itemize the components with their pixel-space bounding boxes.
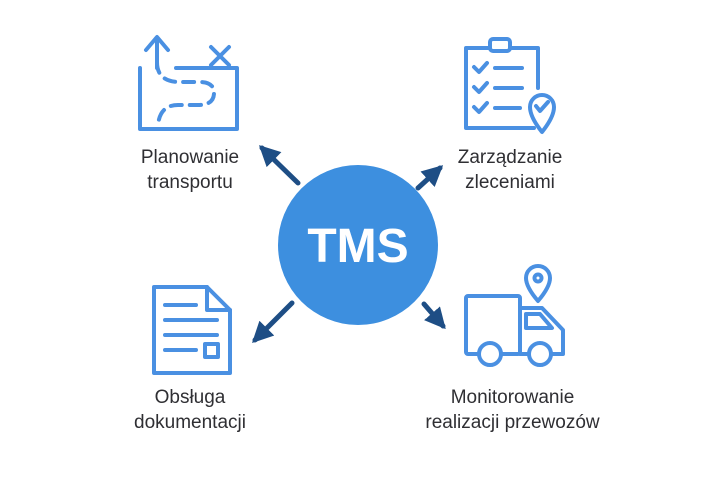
label-orders-line2: zleceniami: [465, 172, 555, 193]
arrow-to-monitoring: [421, 301, 446, 330]
label-monitoring-line2: realizacji przewozów: [425, 412, 600, 433]
label-documents-line2: dokumentacji: [134, 412, 246, 433]
label-planning: Planowanie transportu: [110, 145, 270, 195]
label-monitoring-line1: Monitorowanie: [450, 387, 575, 408]
clipboard-checklist-icon: [464, 37, 556, 134]
hub-label: TMS: [307, 220, 408, 273]
label-documents: Obsługa dokumentacji: [110, 385, 270, 435]
label-monitoring: Monitorowanie realizacji przewozów: [400, 385, 625, 435]
delivery-truck-icon: [464, 264, 565, 367]
hub-circle: [278, 165, 438, 325]
document-icon: [152, 285, 232, 375]
label-orders-line1: Zarządzanie: [457, 147, 563, 168]
label-orders: Zarządzanie zleceniami: [430, 145, 590, 195]
arrow-to-documents: [252, 300, 295, 343]
arrow-to-orders: [415, 165, 444, 191]
tms-hub: TMS: [278, 165, 438, 325]
label-planning-line1: Planowanie: [140, 147, 240, 168]
label-planning-line2: transportu: [147, 172, 233, 193]
arrow-to-planning: [258, 145, 301, 186]
route-map-icon: [138, 35, 239, 131]
label-documents-line1: Obsługa: [154, 387, 226, 408]
